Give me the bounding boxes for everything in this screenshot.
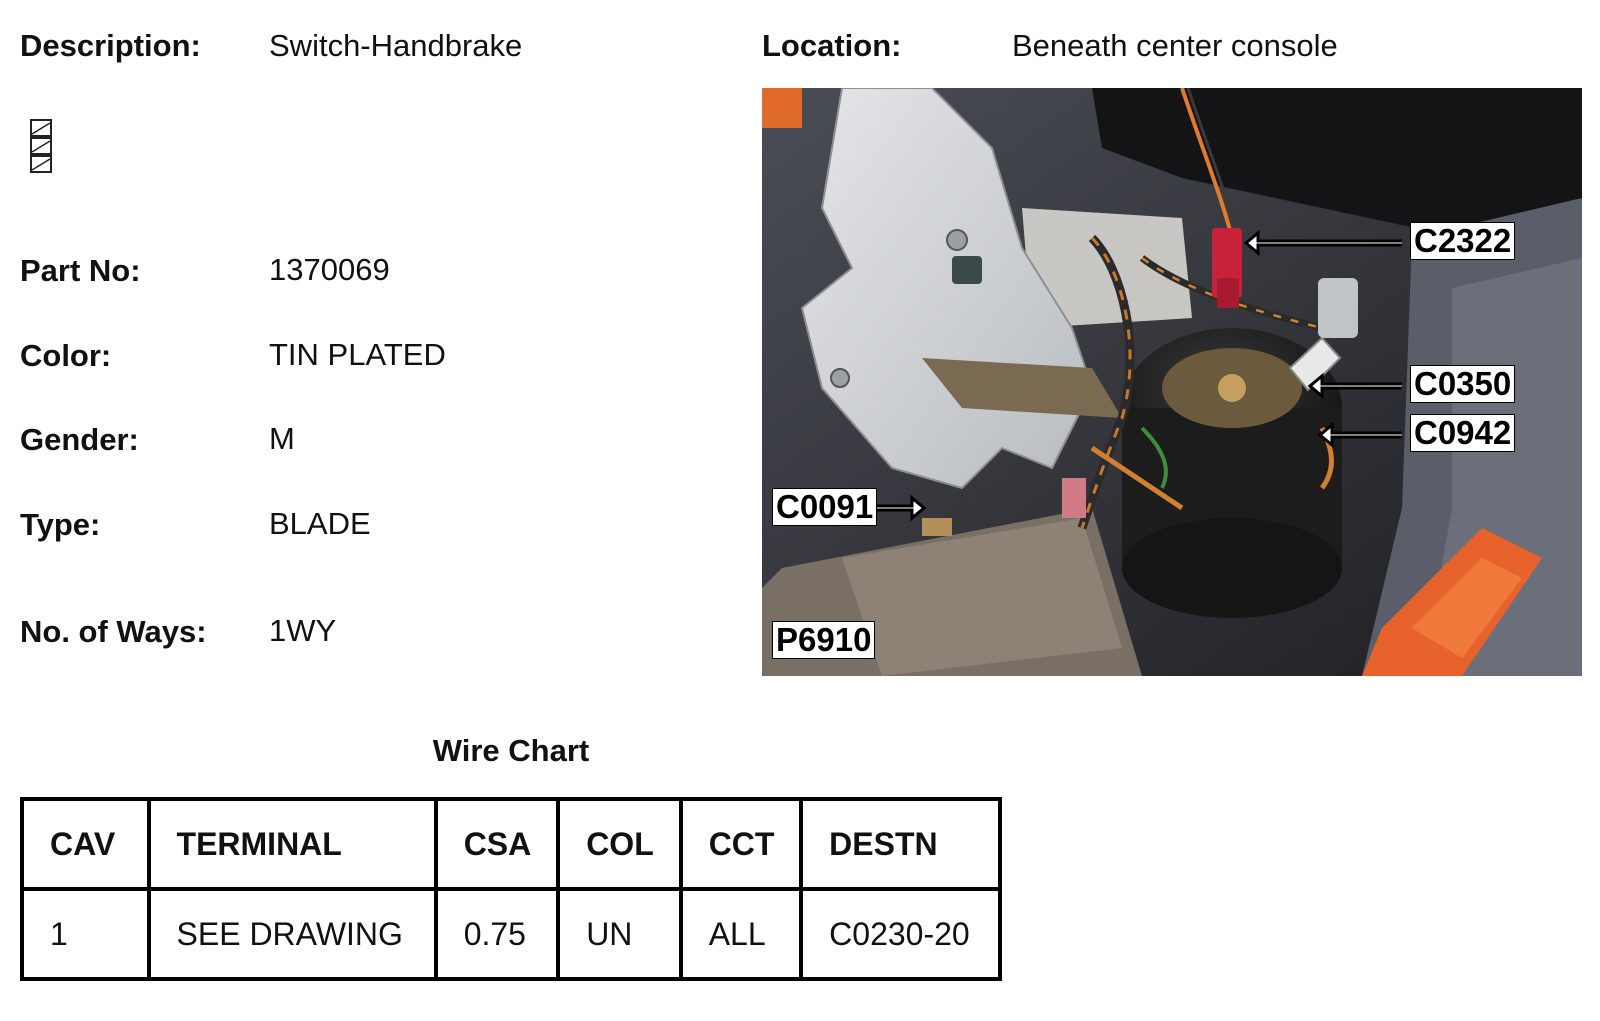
- color-label: Color:: [20, 338, 112, 373]
- type-label: Type:: [20, 507, 101, 542]
- cell-csa: 0.75: [433, 887, 561, 981]
- col-header-col: COL: [556, 797, 683, 891]
- col-header-cct: CCT: [678, 797, 804, 891]
- col-header-terminal: TERMINAL: [146, 797, 438, 891]
- col-header-destn: DESTN: [799, 797, 1002, 891]
- ways-label: No. of Ways:: [20, 614, 207, 649]
- callout-c0350: C0350: [1410, 365, 1516, 403]
- wire-chart-table: CAV TERMINAL CSA COL CCT DESTN 1 SEE DRA…: [20, 797, 1002, 981]
- table-header-row: CAV TERMINAL CSA COL CCT DESTN: [20, 797, 1002, 891]
- table-row: 1 SEE DRAWING 0.75 UN ALL C0230-20: [20, 887, 1002, 981]
- callout-c2322: C2322: [1410, 222, 1516, 260]
- callout-c0942: C0942: [1410, 414, 1516, 452]
- photo-illustration: [762, 88, 1582, 676]
- wire-chart-title: Wire Chart: [432, 733, 590, 768]
- cell-col: UN: [556, 887, 683, 981]
- location-photo: C2322 C0350 C0942 C0091 P6910: [762, 88, 1582, 676]
- cell-terminal: SEE DRAWING: [146, 887, 438, 981]
- description-value: Switch-Handbrake: [269, 28, 523, 63]
- part-no-label: Part No:: [20, 253, 141, 288]
- ways-value: 1WY: [269, 613, 337, 648]
- part-no-value: 1370069: [269, 252, 390, 287]
- cell-destn: C0230-20: [799, 887, 1002, 981]
- connector-thumbnail-icon: [30, 119, 52, 173]
- cell-cct: ALL: [678, 887, 804, 981]
- col-header-csa: CSA: [433, 797, 561, 891]
- gender-value: M: [269, 421, 295, 456]
- type-value: BLADE: [269, 506, 371, 541]
- description-label: Description:: [20, 28, 201, 63]
- location-value: Beneath center console: [1012, 28, 1338, 63]
- location-label: Location:: [762, 28, 902, 63]
- color-value: TIN PLATED: [269, 337, 446, 372]
- callout-c0091: C0091: [772, 488, 878, 526]
- col-header-cav: CAV: [20, 797, 151, 891]
- photo-reference: P6910: [772, 621, 876, 659]
- cell-cav: 1: [20, 887, 151, 981]
- gender-label: Gender:: [20, 422, 139, 457]
